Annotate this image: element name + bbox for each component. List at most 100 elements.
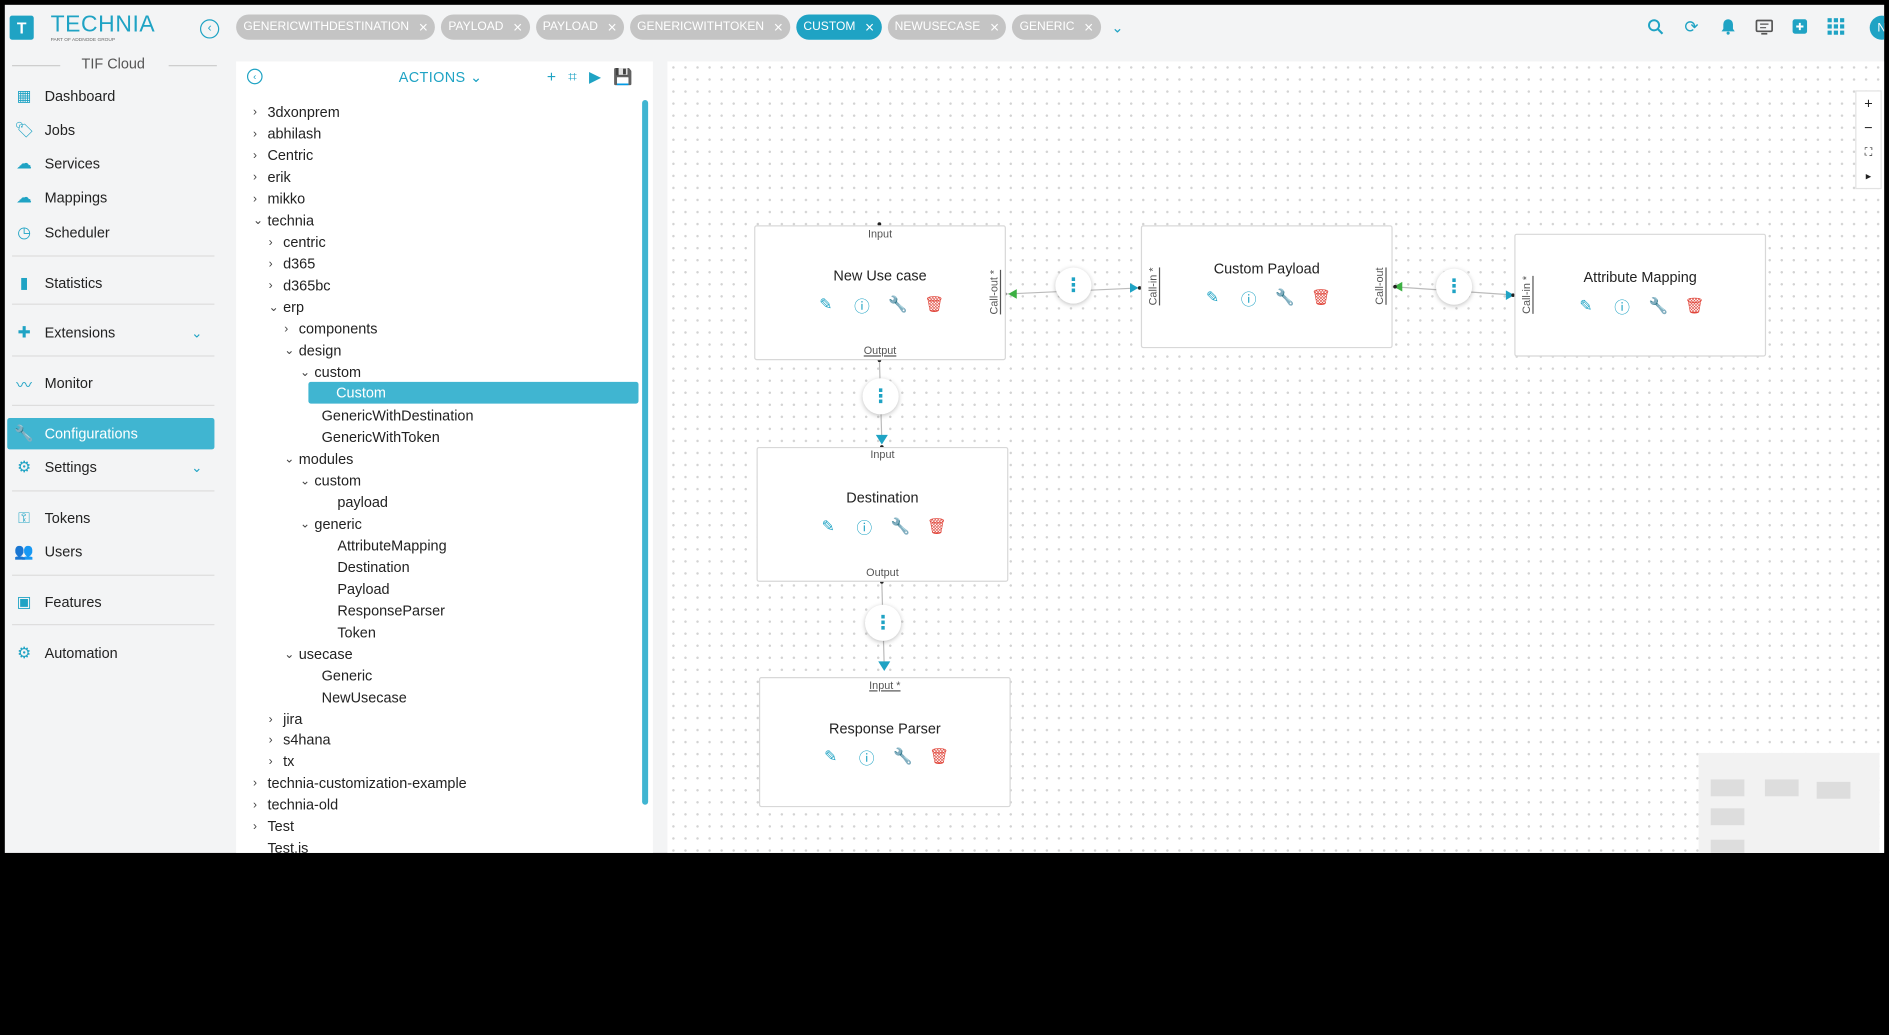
- chevron-down-icon[interactable]: ⌄: [1111, 18, 1124, 36]
- chevron-right-icon[interactable]: ›: [268, 712, 273, 726]
- refresh-icon[interactable]: ⟳: [1684, 16, 1699, 36]
- tree-node[interactable]: ›technia-old: [253, 794, 338, 816]
- sidebar-item-dashboard[interactable]: ▦Dashboard: [7, 81, 214, 112]
- save-icon[interactable]: 💾: [613, 67, 633, 86]
- chevron-down-icon[interactable]: ⌄: [284, 343, 295, 358]
- tab-generic[interactable]: GENERIC×: [1012, 14, 1101, 40]
- connector-menu-icon[interactable]: ⋮: [1436, 268, 1473, 305]
- chevron-right-icon[interactable]: ›: [268, 278, 273, 293]
- chevron-right-icon[interactable]: ›: [252, 105, 258, 119]
- wrench-icon[interactable]: 🔧: [893, 746, 913, 765]
- tree-node[interactable]: ›mikko: [253, 188, 305, 210]
- tree-node[interactable]: AttributeMapping: [337, 535, 446, 557]
- sidebar-item-settings[interactable]: ⚙Settings⌄: [7, 452, 214, 483]
- sidebar-item-services[interactable]: ☁Services: [7, 148, 214, 179]
- back-icon[interactable]: ‹: [246, 68, 263, 85]
- tree-node[interactable]: ›abhilash: [253, 123, 321, 145]
- sidebar-item-scheduler[interactable]: ◷Scheduler: [7, 217, 214, 248]
- tab-payload-1[interactable]: PAYLOAD×: [441, 14, 530, 40]
- tree-node[interactable]: ⌄design: [284, 340, 341, 362]
- connector-menu-icon[interactable]: ⋮: [864, 604, 902, 641]
- chevron-right-icon[interactable]: ›: [252, 819, 258, 834]
- crop-icon[interactable]: ⌗: [568, 67, 577, 86]
- actions-dropdown[interactable]: ACTIONS ⌄: [399, 69, 483, 86]
- delete-icon[interactable]: 🗑: [924, 295, 945, 314]
- info-icon[interactable]: ⓘ: [854, 296, 870, 316]
- tree-node[interactable]: ⌄modules: [284, 448, 353, 470]
- tree-node[interactable]: Test.js: [267, 837, 308, 853]
- tab-newusecase[interactable]: NEWUSECASE×: [887, 14, 1007, 40]
- info-icon[interactable]: ⓘ: [1614, 298, 1630, 317]
- info-icon[interactable]: ⓘ: [858, 748, 875, 767]
- tree-node[interactable]: ›d365: [269, 253, 316, 275]
- delete-icon[interactable]: 🗑: [926, 516, 947, 535]
- tab-genericwithdestination[interactable]: GENERICWITHDESTINATION×: [236, 14, 436, 40]
- tree-node[interactable]: Generic: [322, 665, 373, 687]
- tree-node[interactable]: ⌄erp: [269, 296, 304, 318]
- zoom-out-icon[interactable]: −: [1864, 119, 1873, 137]
- chevron-right-icon[interactable]: ›: [268, 754, 273, 768]
- node-response-parser[interactable]: Input * Response Parser ✎ ⓘ 🔧 🗑: [758, 677, 1011, 808]
- delete-icon[interactable]: 🗑: [1684, 296, 1705, 315]
- tree-node[interactable]: ›erik: [253, 166, 291, 188]
- sidebar-item-extensions[interactable]: ✚Extensions⌄: [7, 317, 214, 348]
- chevron-down-icon[interactable]: ⌄: [284, 647, 295, 661]
- tree-node[interactable]: Payload: [337, 578, 389, 600]
- close-icon[interactable]: ×: [773, 18, 783, 37]
- chevron-down-icon[interactable]: ⌄: [299, 517, 311, 531]
- avatar[interactable]: N: [1869, 15, 1885, 40]
- edit-icon[interactable]: ✎: [819, 295, 833, 314]
- tree-node[interactable]: ›Test: [253, 816, 294, 838]
- tree-scrollbar[interactable]: [642, 99, 649, 805]
- tree-node[interactable]: ›s4hana: [269, 729, 331, 751]
- fit-view-icon[interactable]: ⛶: [1864, 145, 1873, 158]
- delete-icon[interactable]: 🗑: [1311, 287, 1331, 306]
- flow-canvas[interactable]: + − ⛶ ▸ Input New Use case ✎ ⓘ 🔧 🗑 Outpu…: [667, 61, 1885, 853]
- sidebar-item-tokens[interactable]: ⚿Tokens: [7, 502, 214, 533]
- search-icon[interactable]: [1646, 17, 1665, 36]
- zoom-in-icon[interactable]: +: [1864, 95, 1873, 113]
- sidebar-item-automation[interactable]: ⚙Automation: [7, 637, 214, 668]
- close-icon[interactable]: ×: [1084, 18, 1094, 37]
- add-note-icon[interactable]: [1790, 17, 1809, 36]
- delete-icon[interactable]: 🗑: [929, 746, 950, 765]
- tree-node[interactable]: ResponseParser: [337, 600, 445, 622]
- tree-node[interactable]: GenericWithToken: [322, 426, 440, 448]
- close-icon[interactable]: ×: [607, 18, 617, 37]
- tab-custom[interactable]: CUSTOM×: [796, 14, 882, 40]
- sidebar-item-statistics[interactable]: ▮Statistics: [7, 267, 214, 298]
- tree-node[interactable]: ›d365bc: [269, 275, 331, 297]
- tree-node[interactable]: ›Centric: [253, 145, 313, 167]
- info-icon[interactable]: ⓘ: [1240, 289, 1257, 308]
- edit-icon[interactable]: ✎: [824, 746, 838, 765]
- edit-icon[interactable]: ✎: [1205, 287, 1220, 306]
- chevron-right-icon[interactable]: ›: [252, 127, 258, 141]
- chevron-down-icon[interactable]: ⌄: [191, 325, 203, 341]
- chevron-down-icon[interactable]: ⌄: [191, 460, 203, 476]
- chevron-down-icon[interactable]: ⌄: [299, 365, 311, 379]
- expand-icon[interactable]: ▸: [1865, 169, 1872, 182]
- wrench-icon[interactable]: 🔧: [1275, 287, 1295, 306]
- close-icon[interactable]: ×: [418, 18, 428, 37]
- tree-node[interactable]: ›technia-customization-example: [253, 772, 467, 794]
- chevron-right-icon[interactable]: ›: [252, 170, 258, 184]
- tree-node[interactable]: ⌄custom: [300, 470, 361, 492]
- chevron-right-icon[interactable]: ›: [268, 733, 273, 747]
- chevron-down-icon[interactable]: ⌄: [268, 300, 279, 314]
- monitor-icon[interactable]: [1754, 17, 1773, 36]
- tree-node[interactable]: ›tx: [269, 751, 295, 773]
- minimap[interactable]: [1698, 752, 1880, 853]
- edit-icon[interactable]: ✎: [821, 516, 835, 535]
- chevron-right-icon[interactable]: ›: [252, 776, 258, 790]
- chevron-right-icon[interactable]: ›: [284, 322, 289, 336]
- close-icon[interactable]: ×: [989, 18, 1000, 37]
- tab-genericwithtoken[interactable]: GENERICWITHTOKEN×: [629, 14, 791, 40]
- technia-logo[interactable]: T TECHNIA PART OF ADDNODE GROUP: [9, 13, 156, 42]
- node-destination[interactable]: Input Destination ✎ ⓘ 🔧 🗑 Output: [756, 446, 1009, 582]
- close-icon[interactable]: ×: [513, 18, 523, 37]
- sidebar-item-configurations[interactable]: 🔧Configurations: [7, 418, 215, 450]
- tree-node[interactable]: payload: [337, 492, 388, 514]
- add-icon[interactable]: +: [546, 67, 557, 86]
- sidebar-item-users[interactable]: 👥Users: [7, 536, 214, 567]
- chevron-down-icon[interactable]: ⌄: [299, 474, 311, 488]
